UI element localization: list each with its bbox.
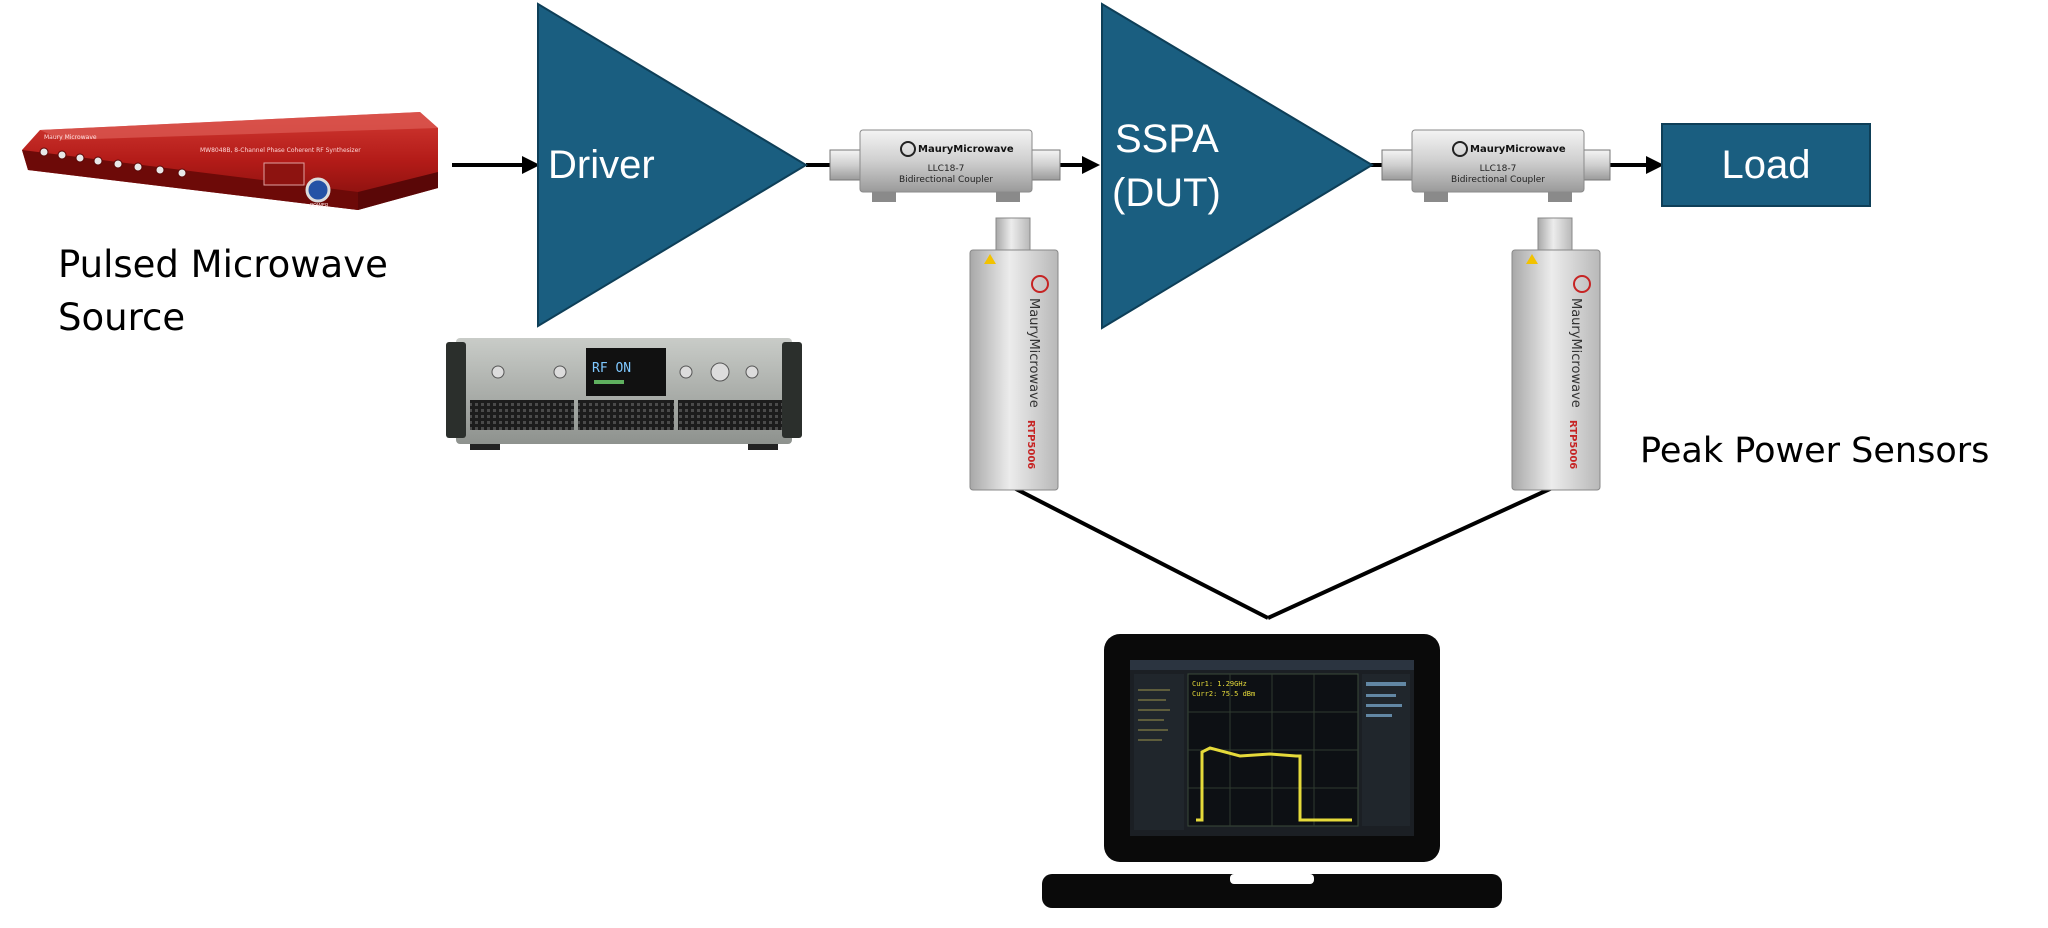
sspa-label-line2: (DUT) bbox=[1112, 171, 1221, 215]
synth-brand-text: Maury Microwave bbox=[44, 134, 97, 141]
synth-power-text: POWER bbox=[310, 203, 329, 209]
sensor2-brand: MauryMicrowave bbox=[1568, 298, 1583, 408]
coupler2-brand: MauryMicrowave bbox=[1470, 144, 1566, 155]
sensors-label: Peak Power Sensors bbox=[1640, 431, 1989, 471]
signal-arrows bbox=[452, 163, 1646, 620]
screen-readout-2: Curr2: 75.5 dBm bbox=[1192, 690, 1255, 698]
sensor1-model: RTP5006 bbox=[1025, 420, 1036, 469]
driver-amplifier-device: RF ON bbox=[446, 338, 802, 450]
bidirectional-coupler-2: MauryMicrowave LLC18-7 Bidirectional Cou… bbox=[1381, 129, 1611, 202]
amp-readout-text: RF ON bbox=[592, 361, 631, 376]
source-label-line2: Source bbox=[58, 296, 185, 339]
arrow-right-icon bbox=[1646, 156, 1664, 174]
source-label-line1: Pulsed Microwave bbox=[58, 243, 388, 286]
line-sensor1-to-laptop bbox=[1013, 486, 1269, 620]
peak-power-sensor-1: MauryMicrowave RTP5006 bbox=[969, 217, 1059, 491]
coupler1-type: Bidirectional Coupler bbox=[899, 175, 993, 185]
bidirectional-coupler-1: MauryMicrowave LLC18-7 Bidirectional Cou… bbox=[829, 129, 1061, 202]
coupler1-brand: MauryMicrowave bbox=[918, 144, 1014, 155]
pulsed-microwave-source-device: MW8048B, 8-Channel Phase Coherent RF Syn… bbox=[22, 112, 438, 210]
pulse-trace bbox=[1196, 746, 1352, 822]
load-block: Load bbox=[1661, 123, 1871, 207]
driver-amplifier: Driver bbox=[537, 2, 808, 328]
laptop: Cur1: 1.29GHz Curr2: 75.5 dBm bbox=[1042, 634, 1502, 908]
line-sensor2-to-laptop bbox=[1267, 486, 1553, 620]
arrow-right-icon bbox=[522, 156, 540, 174]
load-label: Load bbox=[1722, 143, 1811, 187]
sensor2-model: RTP5006 bbox=[1567, 420, 1578, 469]
coupler2-model: LLC18-7 bbox=[1480, 164, 1517, 174]
screen-readout-1: Cur1: 1.29GHz bbox=[1192, 680, 1247, 688]
coupler1-model: LLC18-7 bbox=[928, 164, 965, 174]
sensor1-brand: MauryMicrowave bbox=[1026, 298, 1041, 408]
driver-label: Driver bbox=[548, 143, 655, 187]
synth-model-text: MW8048B, 8-Channel Phase Coherent RF Syn… bbox=[200, 147, 361, 154]
arrow-right-icon bbox=[1082, 156, 1100, 174]
arrowheads bbox=[522, 156, 1664, 174]
sspa-amplifier: SSPA (DUT) bbox=[1101, 2, 1374, 330]
sspa-label-line1: SSPA bbox=[1115, 117, 1219, 161]
peak-power-sensor-2: MauryMicrowave RTP5006 bbox=[1511, 217, 1601, 491]
coupler2-type: Bidirectional Coupler bbox=[1451, 175, 1545, 185]
